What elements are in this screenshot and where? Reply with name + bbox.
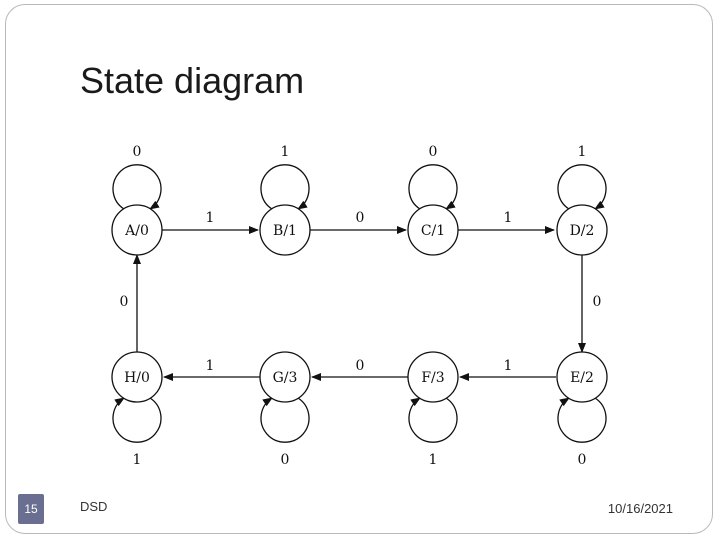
transition-label-g-h: 1 bbox=[206, 358, 215, 374]
state-node-g: G/3 bbox=[259, 351, 311, 403]
self-loop-h bbox=[112, 397, 162, 443]
self-loop-f bbox=[408, 397, 458, 443]
state-node-a: A/0 bbox=[111, 204, 163, 256]
transition-label-h-a: 0 bbox=[120, 294, 129, 310]
state-node-d: D/2 bbox=[556, 204, 608, 256]
page-number-badge: 15 bbox=[18, 494, 44, 524]
self-loop-c bbox=[408, 164, 458, 210]
transition-label-b-c: 0 bbox=[356, 210, 365, 226]
self-loop-label-c: 0 bbox=[429, 144, 438, 160]
transition-label-a-b: 1 bbox=[206, 210, 215, 226]
state-label-e: E/2 bbox=[570, 370, 594, 386]
transition-label-f-g: 0 bbox=[356, 358, 365, 374]
footer-course-label: DSD bbox=[80, 499, 108, 514]
self-loop-d bbox=[557, 164, 607, 210]
state-node-h: H/0 bbox=[111, 351, 163, 403]
state-label-b: B/1 bbox=[273, 223, 297, 239]
state-label-h: H/0 bbox=[124, 370, 150, 386]
state-node-f: F/3 bbox=[407, 351, 459, 403]
self-loop-label-b: 1 bbox=[281, 144, 290, 160]
footer-date: 10/16/2021 bbox=[607, 501, 673, 516]
slide-frame bbox=[5, 4, 713, 534]
self-loop-label-e: 0 bbox=[578, 452, 587, 468]
state-node-b: B/1 bbox=[259, 204, 311, 256]
self-loop-b bbox=[260, 164, 310, 210]
self-loop-label-h: 1 bbox=[133, 452, 142, 468]
page-number: 15 bbox=[24, 502, 38, 516]
state-label-f: F/3 bbox=[421, 370, 444, 386]
self-loop-label-f: 1 bbox=[429, 452, 438, 468]
self-loop-e bbox=[557, 397, 607, 443]
self-loop-a bbox=[112, 164, 162, 210]
self-loop-label-d: 1 bbox=[578, 144, 587, 160]
self-loop-label-a: 0 bbox=[133, 144, 142, 160]
state-node-c: C/1 bbox=[407, 204, 459, 256]
state-label-a: A/0 bbox=[124, 223, 149, 239]
state-node-e: E/2 bbox=[556, 351, 608, 403]
slide-title: State diagram bbox=[80, 60, 305, 101]
transition-label-c-d: 1 bbox=[504, 210, 513, 226]
self-loop-label-g: 0 bbox=[281, 452, 290, 468]
transition-label-d-e: 0 bbox=[593, 294, 602, 310]
state-label-d: D/2 bbox=[570, 223, 595, 239]
self-loop-g bbox=[260, 397, 310, 443]
state-label-g: G/3 bbox=[273, 370, 298, 386]
state-label-c: C/1 bbox=[421, 223, 445, 239]
transition-label-e-f: 1 bbox=[504, 358, 513, 374]
